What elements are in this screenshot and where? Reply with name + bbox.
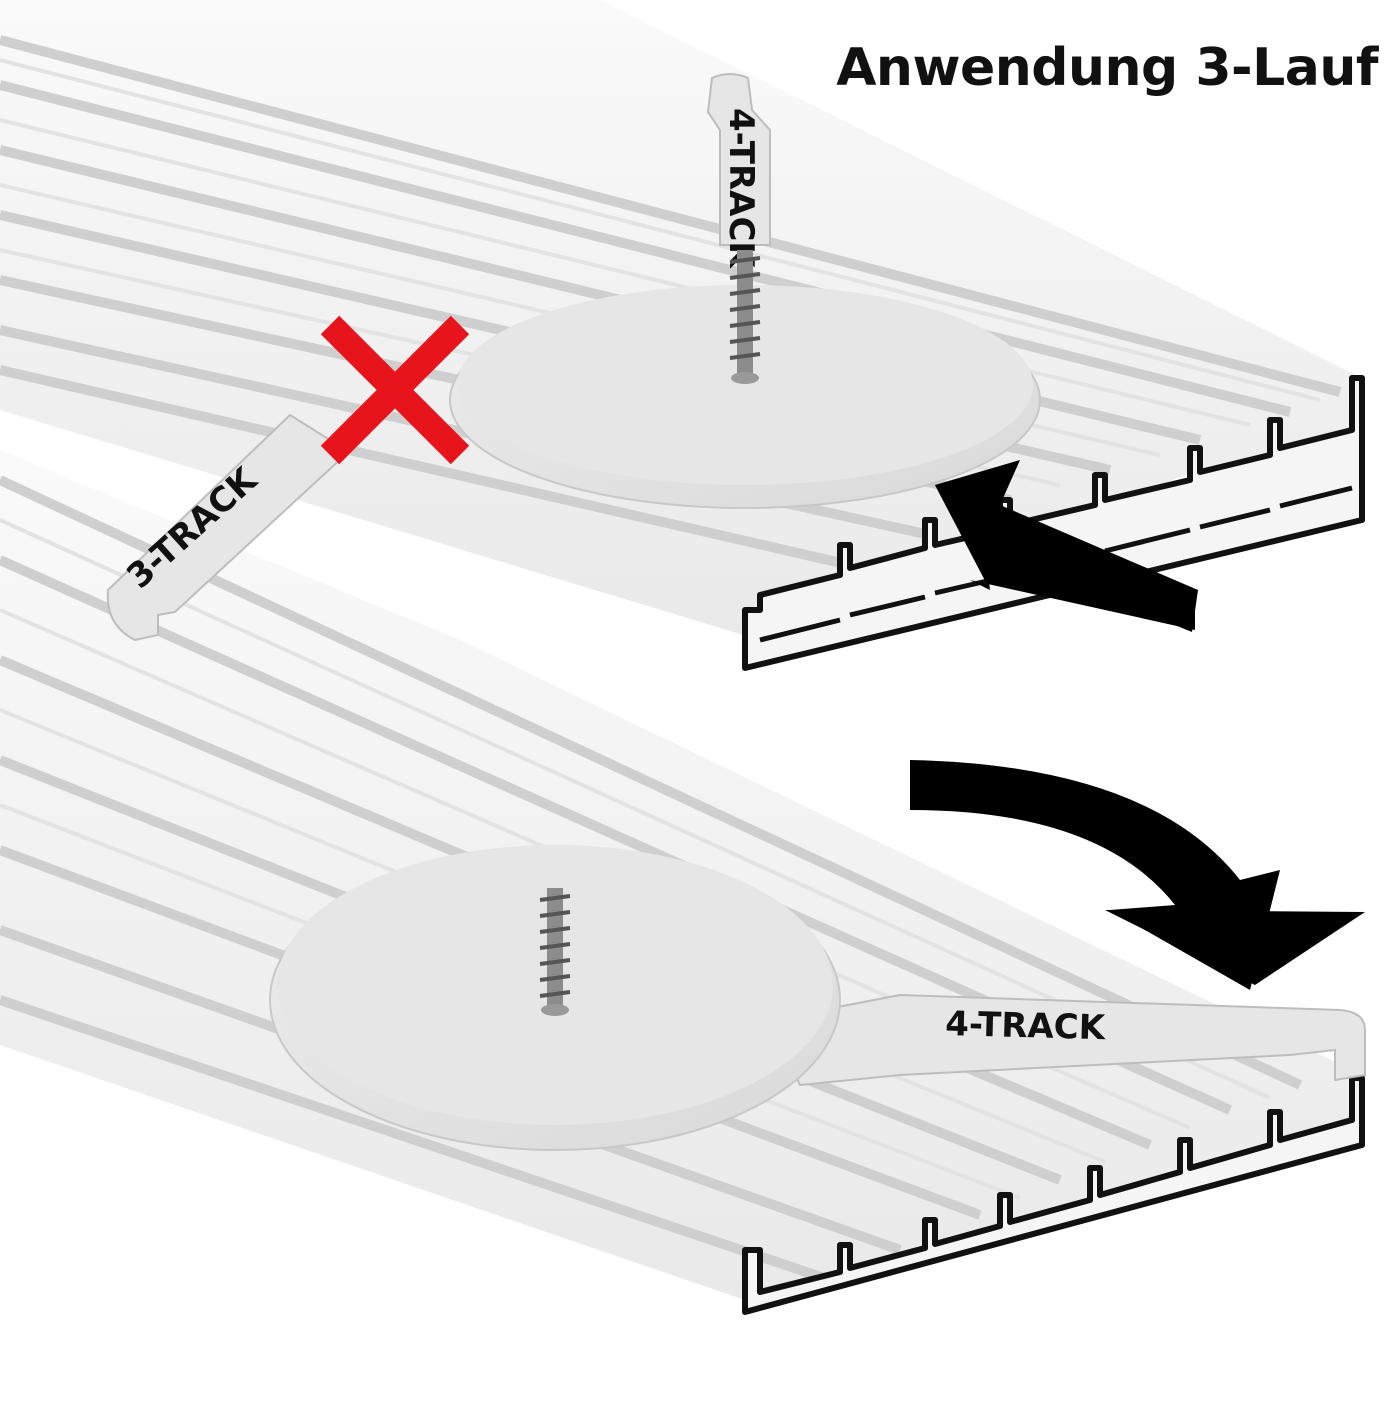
bottom-key-label: 4-TRACK xyxy=(945,1004,1107,1048)
curved-arrow-icon xyxy=(910,760,1365,990)
bottom-rail-profile xyxy=(742,1075,1365,1315)
red-cross-icon xyxy=(320,315,470,465)
bottom-screw xyxy=(539,888,571,1016)
bottom-key-tool: 4-TRACK xyxy=(269,845,1366,1151)
black-arrow-icon xyxy=(935,460,1198,632)
page-heading: Anwendung 3-Lauf xyxy=(836,38,1378,98)
top-rail-profile xyxy=(742,375,1365,671)
top-key-tool: 4-TRACK xyxy=(449,73,1041,509)
top-screw xyxy=(729,250,761,384)
top-key-label: 4-TRACK xyxy=(721,108,761,269)
